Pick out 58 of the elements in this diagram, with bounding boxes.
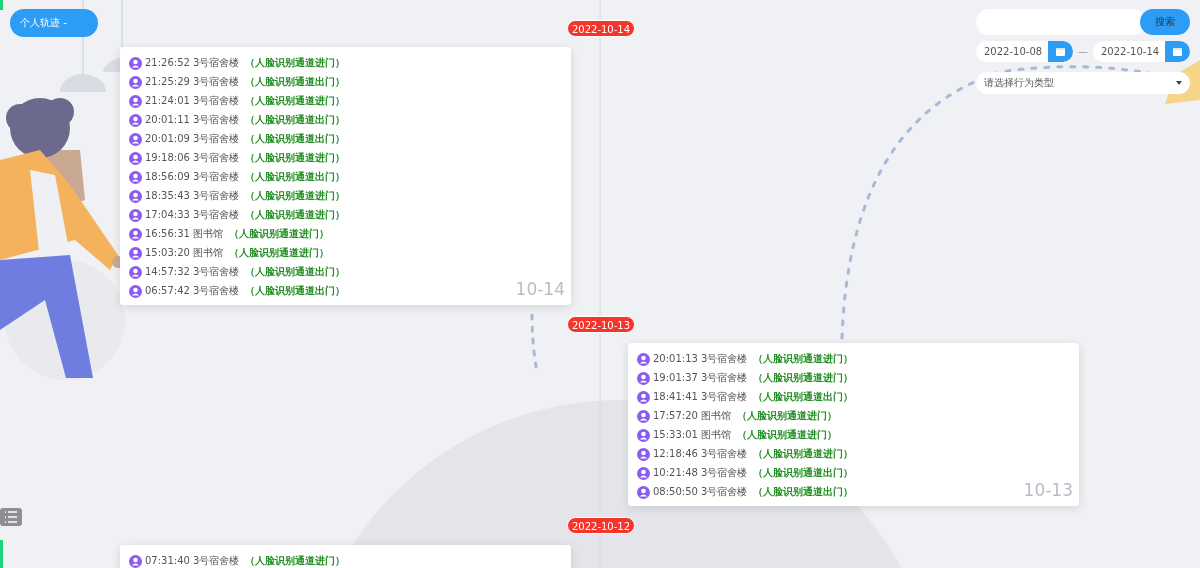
record-time-place: 14:57:32 3号宿舍楼: [145, 265, 240, 279]
record-action: （人脸识别通道进门）: [229, 246, 330, 260]
record-action: （人脸识别通道出门）: [245, 284, 346, 298]
record-action: （人脸识别通道出门）: [753, 390, 854, 404]
record-time-place: 18:56:09 3号宿舍楼: [145, 170, 240, 184]
record-action: （人脸识别通道进门）: [245, 94, 346, 108]
date-badge: 2022-10-14: [567, 20, 635, 37]
record-action: （人脸识别通道进门）: [753, 447, 854, 461]
record-action: （人脸识别通道进门）: [753, 371, 854, 385]
record-action: （人脸识别通道进门）: [753, 352, 854, 366]
record-time-place: 18:35:43 3号宿舍楼: [145, 189, 240, 203]
record-action: （人脸识别通道出门）: [245, 170, 346, 184]
record-card: [628, 343, 1079, 506]
record-time-place: 17:57:20 图书馆: [653, 409, 732, 423]
record-time-place: 21:26:52 3号宿舍楼: [145, 56, 240, 70]
record-action: （人脸识别通道出门）: [245, 113, 346, 127]
record-action: （人脸识别通道出门）: [753, 485, 854, 499]
date-badge: 2022-10-13: [567, 316, 635, 333]
record-action: （人脸识别通道进门）: [245, 189, 346, 203]
select-field: 请选择行为类型: [976, 72, 1190, 94]
record-time-place: 21:24:01 3号宿舍楼: [145, 94, 240, 108]
record-time-place: 07:31:40 3号宿舍楼: [145, 554, 240, 568]
date-value: 2022-10-14: [1101, 46, 1160, 57]
page-title-badge: 个人轨迹 -: [10, 9, 98, 37]
record-time-place: 20:01:09 3号宿舍楼: [145, 132, 240, 146]
date-value: 2022-10-08: [984, 46, 1043, 57]
record-time-place: 20:01:11 3号宿舍楼: [145, 113, 240, 127]
record-time-place: 08:50:50 3号宿舍楼: [653, 485, 748, 499]
record-action: （人脸识别通道出门）: [245, 265, 346, 279]
record-action: （人脸识别通道出门）: [245, 75, 346, 89]
record-card: [120, 545, 571, 568]
record-action: （人脸识别通道出门）: [753, 466, 854, 480]
record-action: （人脸识别通道出门）: [245, 132, 346, 146]
record-action: （人脸识别通道进门）: [737, 409, 838, 423]
record-time-place: 21:25:29 3号宿舍楼: [145, 75, 240, 89]
record-action: （人脸识别通道进门）: [245, 151, 346, 165]
record-action: （人脸识别通道进门）: [245, 554, 346, 568]
record-time-place: 17:04:33 3号宿舍楼: [145, 208, 240, 222]
record-time-place: 15:33:01 图书馆: [653, 428, 732, 442]
date-badge: 2022-10-12: [567, 517, 635, 534]
record-time-place: 15:03:20 图书馆: [145, 246, 224, 260]
search-button: 搜索: [1140, 9, 1190, 35]
record-action: （人脸识别通道进门）: [737, 428, 838, 442]
record-time-place: 19:18:06 3号宿舍楼: [145, 151, 240, 165]
range-separator: —: [1078, 45, 1089, 59]
record-time-place: 16:56:31 图书馆: [145, 227, 224, 241]
record-time-place: 20:01:13 3号宿舍楼: [653, 352, 748, 366]
record-time-place: 19:01:37 3号宿舍楼: [653, 371, 748, 385]
record-action: （人脸识别通道进门）: [245, 56, 346, 70]
day-watermark: 10-14: [515, 279, 565, 299]
record-action: （人脸识别通道进门）: [229, 227, 330, 241]
record-time-place: 10:21:48 3号宿舍楼: [653, 466, 748, 480]
record-action: （人脸识别通道进门）: [245, 208, 346, 222]
record-time-place: 18:41:41 3号宿舍楼: [653, 390, 748, 404]
day-watermark: 10-13: [1023, 480, 1073, 500]
record-card: [120, 47, 571, 305]
record-time-place: 12:18:46 3号宿舍楼: [653, 447, 748, 461]
record-time-place: 06:57:42 3号宿舍楼: [145, 284, 240, 298]
